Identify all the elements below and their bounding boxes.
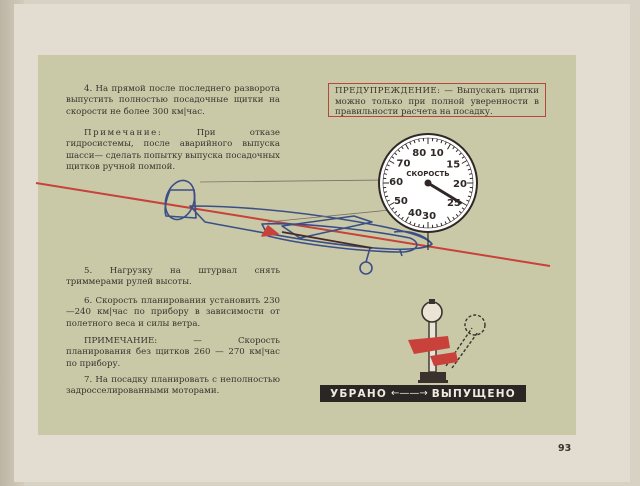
gauge-tick [436, 138, 438, 143]
gauge-tick [383, 173, 388, 175]
flap-lever-illustration [408, 299, 486, 383]
gauge-hub [424, 179, 432, 187]
gauge-tick [418, 223, 420, 228]
gauge-needle [426, 181, 462, 205]
gauge-tick [383, 191, 388, 193]
gauge-tick [466, 199, 470, 202]
gauge-tick [405, 216, 409, 223]
gauge-number: 25 [447, 198, 461, 209]
aircraft-illustration [164, 179, 433, 275]
gauge-number: 10 [430, 148, 444, 159]
page-number: 93 [558, 443, 572, 454]
gauge-tick [391, 156, 395, 159]
instruction-step-7: 7. На посадку планировать с неполностью … [66, 375, 280, 397]
gauge-tick [440, 222, 443, 226]
gauge-tick [447, 216, 451, 223]
gauge-tick [401, 146, 404, 150]
gauge-tick [386, 199, 390, 202]
pointer-line-upper [199, 179, 387, 183]
note-1-text: При отказе гидросистемы, после аварийног… [66, 128, 281, 173]
gauge-tick [391, 207, 395, 210]
instruction-note-2: ПРИМЕЧАНИЕ: — Скорость планирования без … [66, 336, 280, 370]
gauge-tick [444, 141, 447, 145]
gauge-tick [401, 216, 404, 220]
instruction-note-1: Примечание: При отказе гидросистемы, пос… [66, 128, 280, 174]
note-1-label: Примечание: [84, 128, 163, 138]
gauge-tick [418, 138, 420, 143]
gauge-number: 70 [397, 158, 411, 169]
legend-retracted: УБРАНО [330, 387, 387, 400]
gauge-tick [440, 140, 443, 144]
gauge-tick [461, 202, 468, 206]
gauge-tick [409, 221, 412, 225]
gauge-tick [409, 141, 412, 145]
gauge-tick [458, 210, 462, 214]
double-arrow-icon: ←——→ [390, 388, 428, 399]
gauge-tick [413, 140, 416, 144]
gauge-tick [394, 210, 398, 214]
gauge-tick [455, 149, 459, 153]
gauge-tick [461, 160, 468, 164]
gauge-tick [468, 173, 473, 175]
warning-text: — Выпускать щитки можно только при полно… [335, 86, 539, 118]
gauge-tick [447, 143, 451, 150]
gauge-tick [394, 152, 398, 156]
gauge-tick [386, 164, 390, 167]
pointer-line-lower [267, 209, 391, 223]
note-2-text: — Скорость планирования без щитков 260 —… [66, 336, 280, 369]
warning-box: ПРЕДУПРЕЖДЕНИЕ: — Выпускать щитки можно … [328, 83, 546, 117]
gauge-tick [388, 160, 395, 164]
gauge-number: 60 [389, 177, 403, 188]
gauge-tick [397, 213, 401, 217]
gauge-tick [444, 221, 447, 225]
gauge-number: 40 [408, 208, 422, 219]
gauge-tick [385, 168, 389, 171]
instruction-step-6: 6. Скорость планирования установить 230—… [66, 296, 280, 329]
flap-chord-line [281, 231, 373, 249]
warning-label: ПРЕДУПРЕЖДЕНИЕ: [335, 86, 441, 96]
gauge-tick [466, 164, 470, 167]
instruction-step-4: 4. На прямой после последнего разворота … [66, 84, 280, 117]
gauge-tick [452, 216, 455, 220]
illustration-plate [38, 55, 576, 435]
gauge-tick [455, 213, 459, 217]
gauge-tick [388, 202, 395, 206]
gauge-number: 20 [453, 179, 467, 190]
gauge-tick [413, 222, 416, 226]
gauge-number: 80 [412, 148, 426, 159]
instruction-step-5: 5. Нагрузку на штурвал снять триммерами … [66, 266, 280, 288]
gauge-number: 50 [394, 196, 408, 207]
gauge-tick [436, 223, 438, 228]
gauge-tick [467, 168, 471, 171]
gauge-tick [458, 152, 462, 156]
gauge-number: 30 [422, 211, 436, 222]
gauge-tick [397, 149, 401, 153]
gauge-tick [452, 146, 455, 150]
lever-position-legend: УБРАНО ←——→ ВЫПУЩЕНО [320, 385, 526, 402]
gauge-number: 15 [446, 159, 460, 170]
gauge-tick [467, 195, 471, 198]
note-2-label: ПРИМЕЧАНИЕ: [84, 336, 158, 346]
gauge-title: СКОРОСТЬ [406, 170, 449, 178]
gauge-tick [405, 143, 409, 150]
gauge-tick [385, 195, 389, 198]
legend-extended: ВЫПУЩЕНО [431, 387, 516, 400]
gauge-tick [461, 156, 465, 159]
gauge-tick [468, 191, 473, 193]
gauge-tick [461, 207, 465, 210]
